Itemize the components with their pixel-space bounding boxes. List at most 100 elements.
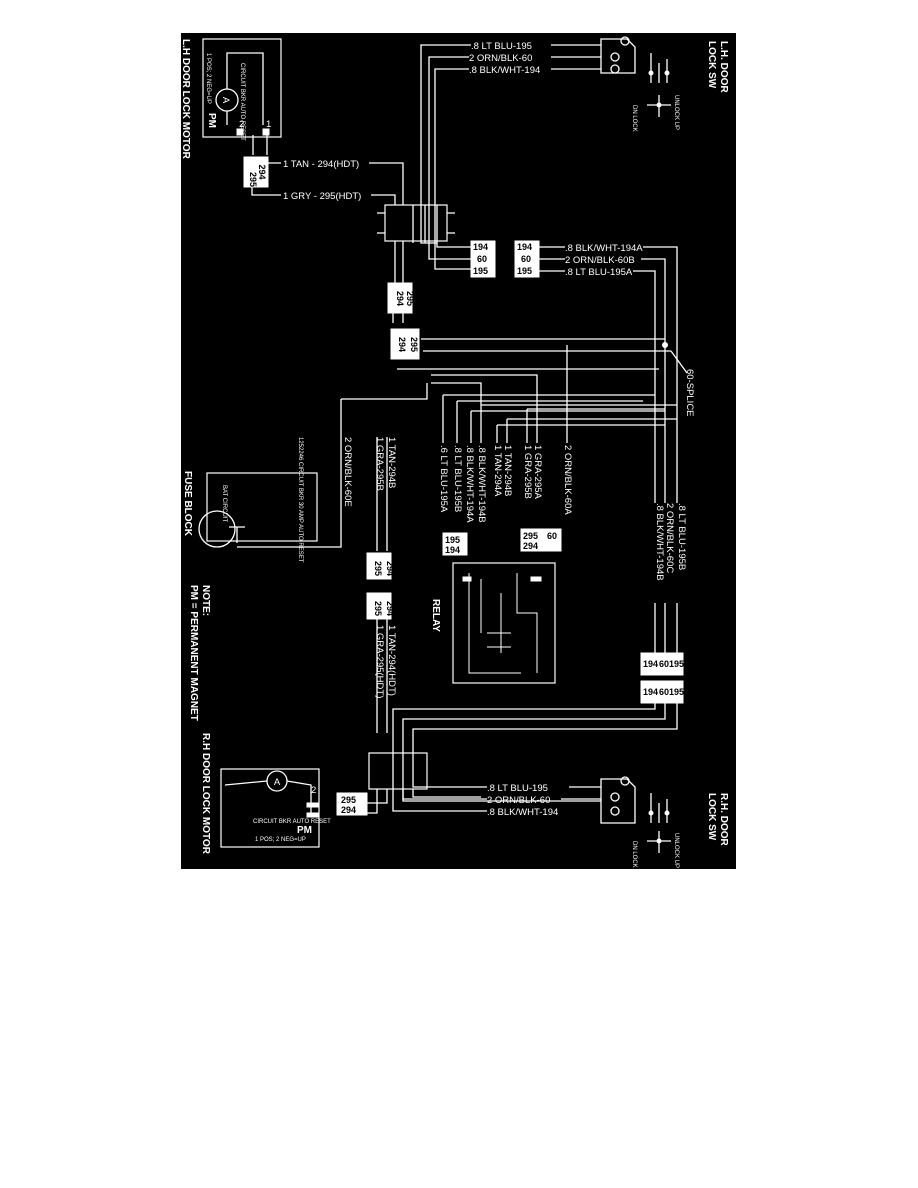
wiring-diagram-panel: A CIRCUIT BKR AUTO RESET 1 POS; 2 NEG=UP…	[181, 33, 736, 869]
relay-connector-right: 295 60 294	[520, 528, 562, 552]
lh-motor-title: L.H DOOR LOCK MOTOR	[181, 39, 191, 160]
lh-door-lock-motor: A CIRCUIT BKR AUTO RESET 1 POS; 2 NEG=UP…	[181, 38, 282, 160]
relay-bus-wires: 2 ORN/BLK-60A 1 GRA-295A 1 GRA-295B 1 TA…	[431, 345, 677, 523]
rh-conn-b-194: 194	[643, 687, 658, 697]
relay-right-60: 60	[547, 531, 557, 541]
bus-195b: .8 LT BLU-195B	[452, 445, 463, 512]
rh-vertical-wires: .8 LT BLU-195B 2 ORN/BLK-60C .8 BLK/WHT-…	[392, 503, 687, 753]
left-conn-294: 294	[385, 561, 395, 576]
rh-conn-a-195: 195	[669, 659, 684, 669]
wire-60b: 2 ORN/BLK-60B	[565, 255, 635, 266]
lh-door-lock-switch: UNLOCK UP DN LOCK L.H. DOOR LOCK SW	[600, 36, 729, 132]
rh-motor-a: A	[274, 777, 281, 788]
lh-connector-stack-a: 194 60 195	[470, 240, 496, 278]
lh-lower-connector: 294 295	[387, 282, 415, 323]
rwire-194b: .8 BLK/WHT-194B	[654, 503, 665, 581]
rh-conn-b-60: 60	[659, 687, 669, 697]
rh-wire-194: .8 BLK/WHT-194	[487, 807, 558, 818]
lh-switch-title-2: LOCK SW	[706, 41, 717, 89]
note: NOTE: PM = PERMANENT MAGNET	[188, 585, 211, 721]
bus-294a: 1 TAN-294A	[492, 445, 503, 497]
left-conn-295: 295	[373, 561, 383, 576]
relay-right-295: 295	[523, 531, 538, 541]
splice-conn-294: 294	[397, 337, 407, 352]
relay-left-195: 195	[445, 535, 460, 545]
bat-circuit: BAT CIRCUIT	[221, 485, 227, 522]
splice-conn-295: 295	[409, 337, 419, 352]
relay-right-294: 294	[523, 541, 538, 551]
lh-lower-295: 295	[405, 291, 415, 306]
splice-label: 60-SPLICE	[684, 369, 695, 417]
left-295b: 1 GRA-295B	[374, 437, 385, 491]
fuse-block: BAT CIRCUIT 1252246 CIRCUIT BKR 30 AMP A…	[182, 383, 428, 563]
lh-motor-connector: 294 295 1 TAN - 294(HDT) 1 GRY - 295(HDT…	[243, 135, 404, 205]
rh-motor-conn-295: 295	[341, 795, 356, 805]
lh-lower-294: 294	[395, 291, 405, 306]
relay: RELAY	[430, 562, 556, 684]
lh-wire-60: 2 ORN/BLK-60	[469, 53, 532, 64]
lh-motor-conn-295: 295	[248, 172, 258, 187]
note-pm: PM = PERMANENT MAGNET	[188, 585, 199, 721]
stack-a-194: 194	[473, 242, 488, 252]
relay-left-194: 194	[445, 545, 460, 555]
rh-breaker-label: CIRCUIT BKR AUTO RESET	[253, 819, 331, 825]
wire-60e: 2 ORN/BLK-60E	[342, 437, 353, 507]
rh-switch-title-2: LOCK SW	[706, 793, 717, 841]
lh-motor-pm: PM	[206, 113, 217, 128]
lh-motor-a: A	[220, 97, 231, 104]
rh-conn-a-60: 60	[659, 659, 669, 669]
lh-wire-194: .8 BLK/WHT-194	[469, 65, 540, 76]
lh-motor-conn-294: 294	[257, 164, 267, 179]
cb-label: 1252246 CIRCUIT BKR 30 AMP AUTO RESET	[297, 437, 303, 563]
lh-motor-pin1: 1	[266, 119, 271, 130]
wire-tan-294-hdt: 1 TAN - 294(HDT)	[283, 159, 359, 170]
rwire-60c: 2 ORN/BLK-60C	[664, 503, 675, 573]
lh-switch-title-1: L.H. DOOR	[718, 41, 729, 93]
bus-195a: .6 LT BLU-195A	[438, 445, 449, 513]
lh-breaker-label: CIRCUIT BKR AUTO RESET	[239, 63, 245, 141]
rh-door-lock-switch: UNLOCK UP DN LOCK R.H. DOOR LOCK SW	[600, 776, 729, 868]
rh-motor-pin2: 2	[311, 785, 316, 796]
lh-switch-unlock: UNLOCK UP	[673, 95, 679, 130]
bus-295b: 1 GRA-295B	[522, 445, 533, 499]
rh-motor-pm: PM	[297, 825, 312, 836]
rh-motor-title: R.H DOOR LOCK MOTOR	[200, 733, 211, 855]
rh-wire-60: 2 ORN/BLK-60	[487, 795, 550, 806]
wiring-diagram: A CIRCUIT BKR AUTO RESET 1 POS; 2 NEG=UP…	[181, 36, 729, 868]
rwire-195b: .8 LT BLU-195B	[676, 503, 687, 570]
rh-motor-note: 1 POS; 2 NEG=UP	[255, 837, 306, 843]
stack-b-195: 195	[517, 266, 532, 276]
stack-b-60: 60	[521, 254, 531, 264]
bus-194a: .8 BLK/WHT-194A	[464, 445, 475, 523]
bus-60a: 2 ORN/BLK-60A	[562, 445, 573, 515]
rh-switch-unlock: UNLOCK UP	[673, 833, 679, 868]
wire-194a: .8 BLK/WHT-194A	[565, 243, 643, 254]
fuse-block-label: FUSE BLOCK	[182, 471, 193, 537]
stack-a-60: 60	[477, 254, 487, 264]
left-294b: 1 TAN-294B	[386, 437, 397, 488]
bus-295a: 1 GRA-295A	[532, 445, 543, 500]
bus-194b: .8 BLK/WHT-194B	[476, 445, 487, 523]
wire-195a: .8 LT BLU-195A	[565, 267, 633, 278]
rh-conn-a-194: 194	[643, 659, 658, 669]
rh-switch-lock: DN LOCK	[631, 841, 637, 868]
rh-door-lock-motor: A CIRCUIT BKR AUTO RESET 1 POS; 2 NEG=UP…	[200, 733, 368, 855]
note-title: NOTE:	[200, 585, 211, 616]
wire-gry-295-hdt: 1 GRY - 295(HDT)	[283, 191, 361, 202]
rh-conn-b-195: 195	[669, 687, 684, 697]
lh-motor-note: 1 POS; 2 NEG=UP	[205, 53, 211, 104]
rh-motor-conn-294: 294	[341, 805, 356, 815]
rh-switch-title-1: R.H. DOOR	[718, 793, 729, 847]
left-conn2-295: 295	[373, 601, 383, 616]
lh-inline-connector	[377, 204, 455, 283]
lh-connector-stack-b: 194 60 195 .8 BLK/WHT-194A 2 ORN/BLK-60B…	[514, 240, 678, 503]
left-294b-295b: 1 TAN-294B 1 GRA-295B 295 294 295 294 1 …	[366, 437, 397, 733]
wire-294-hdt-r: 1 TAN-294(HDT)	[386, 625, 397, 696]
left-conn2-294: 294	[385, 601, 395, 616]
rh-inline-connector	[367, 752, 601, 814]
lh-switch-wires: .8 LT BLU-195 2 ORN/BLK-60 .8 BLK/WHT-19…	[420, 41, 601, 270]
stack-a-195: 195	[473, 266, 488, 276]
bus-294b: 1 TAN-294B	[502, 445, 513, 496]
stack-b-194: 194	[517, 242, 532, 252]
splice-region: 60-SPLICE 294 295	[390, 328, 695, 417]
